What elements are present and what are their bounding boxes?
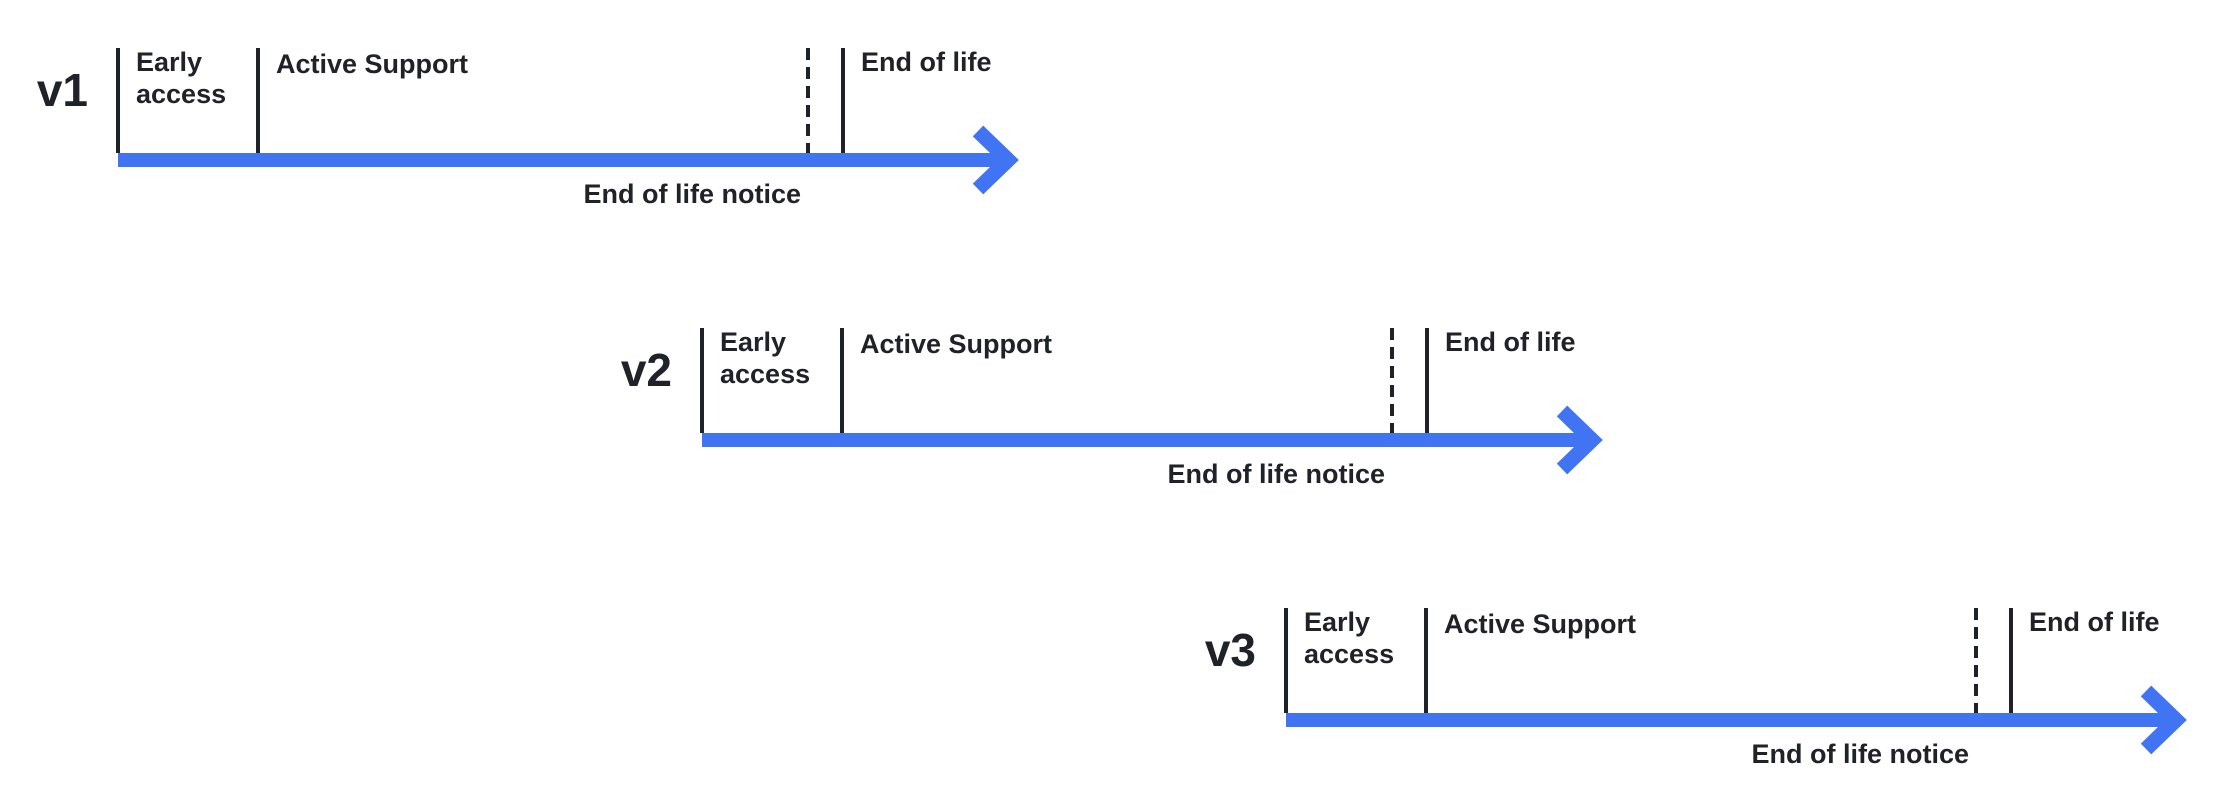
arrow-head-icon — [2140, 685, 2187, 755]
phase-tick-early-access — [700, 328, 704, 433]
phase-tick-end-of-life — [841, 48, 845, 153]
eol-notice-label: End of life notice — [583, 179, 801, 209]
phase-label-early-access: Early access — [720, 327, 811, 389]
phase-label-end-of-life: End of life — [861, 47, 992, 77]
phase-label-active-support: Active Support — [860, 329, 1053, 359]
timeline-arrow — [702, 405, 1603, 475]
timeline-arrow — [1286, 685, 2187, 755]
eol-notice-label: End of life notice — [1751, 739, 1969, 769]
phase-tick-end-of-life — [1425, 328, 1429, 433]
phase-tick-active-support — [1424, 608, 1428, 713]
version-label: v2 — [620, 344, 672, 396]
phase-tick-end-of-life — [2009, 608, 2013, 713]
arrow-head-icon — [1556, 405, 1603, 475]
eol-notice-dashed-line — [806, 48, 810, 153]
timeline-arrow — [118, 125, 1019, 195]
version-label: v3 — [1204, 624, 1256, 676]
version-label: v1 — [36, 64, 88, 116]
phase-label-end-of-life: End of life — [1445, 327, 1576, 357]
phase-tick-early-access — [1284, 608, 1288, 713]
phase-tick-active-support — [840, 328, 844, 433]
eol-notice-dashed-line — [1390, 328, 1394, 433]
phase-tick-early-access — [116, 48, 120, 153]
arrow-head-icon — [972, 125, 1019, 195]
phase-tick-active-support — [256, 48, 260, 153]
phase-label-early-access: Early access — [1304, 607, 1395, 669]
arrow-shaft — [1286, 713, 2166, 727]
eol-notice-dashed-line — [1974, 608, 1978, 713]
arrow-shaft — [118, 153, 998, 167]
phase-label-early-access: Early access — [136, 47, 227, 109]
phase-label-end-of-life: End of life — [2029, 607, 2160, 637]
eol-notice-label: End of life notice — [1167, 459, 1385, 489]
phase-label-active-support: Active Support — [276, 49, 469, 79]
arrow-shaft — [702, 433, 1582, 447]
phase-label-active-support: Active Support — [1444, 609, 1637, 639]
